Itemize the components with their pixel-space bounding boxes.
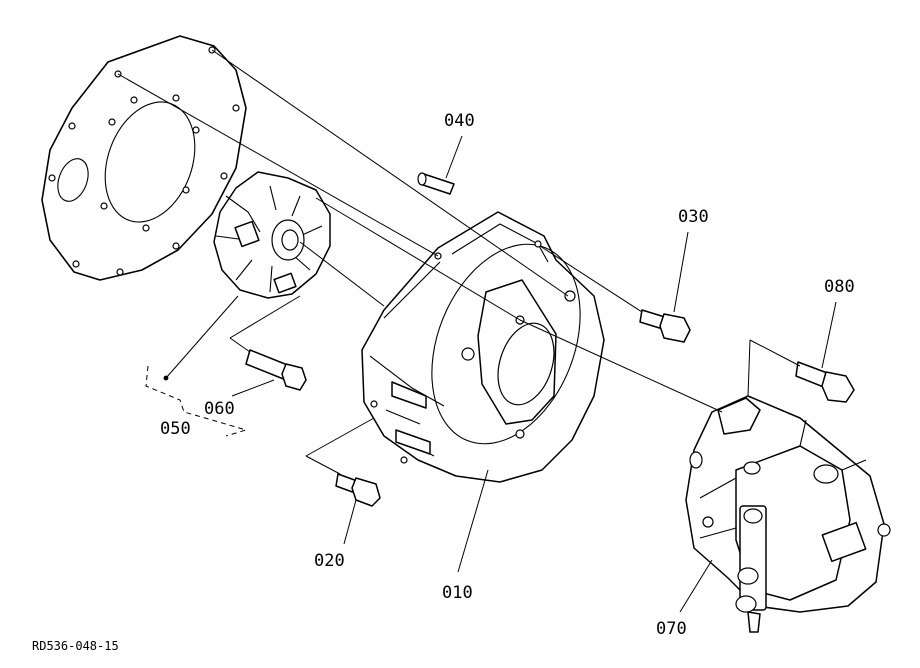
label-050: 050 xyxy=(160,419,191,439)
label-040: 040 xyxy=(444,111,475,131)
drawing-reference: RD536-048-15 xyxy=(32,639,119,653)
assembly-lines xyxy=(117,49,801,475)
bolt-020 xyxy=(335,473,381,507)
bolt-030 xyxy=(639,309,691,343)
flywheel-plate xyxy=(41,35,247,281)
label-080: 080 xyxy=(824,277,855,297)
label-010: 010 xyxy=(442,583,473,603)
bolt-060 xyxy=(245,349,307,391)
leader-lines xyxy=(163,135,837,613)
hydraulic-pump xyxy=(685,395,891,633)
label-070: 070 xyxy=(656,619,687,639)
leader-dot xyxy=(163,375,169,381)
flexible-coupling xyxy=(213,171,331,299)
bell-housing xyxy=(361,211,605,483)
label-030: 030 xyxy=(678,207,709,227)
label-060: 060 xyxy=(204,399,235,419)
bolt-080 xyxy=(795,361,855,403)
dowel-pin xyxy=(417,172,455,195)
label-020: 020 xyxy=(314,551,345,571)
